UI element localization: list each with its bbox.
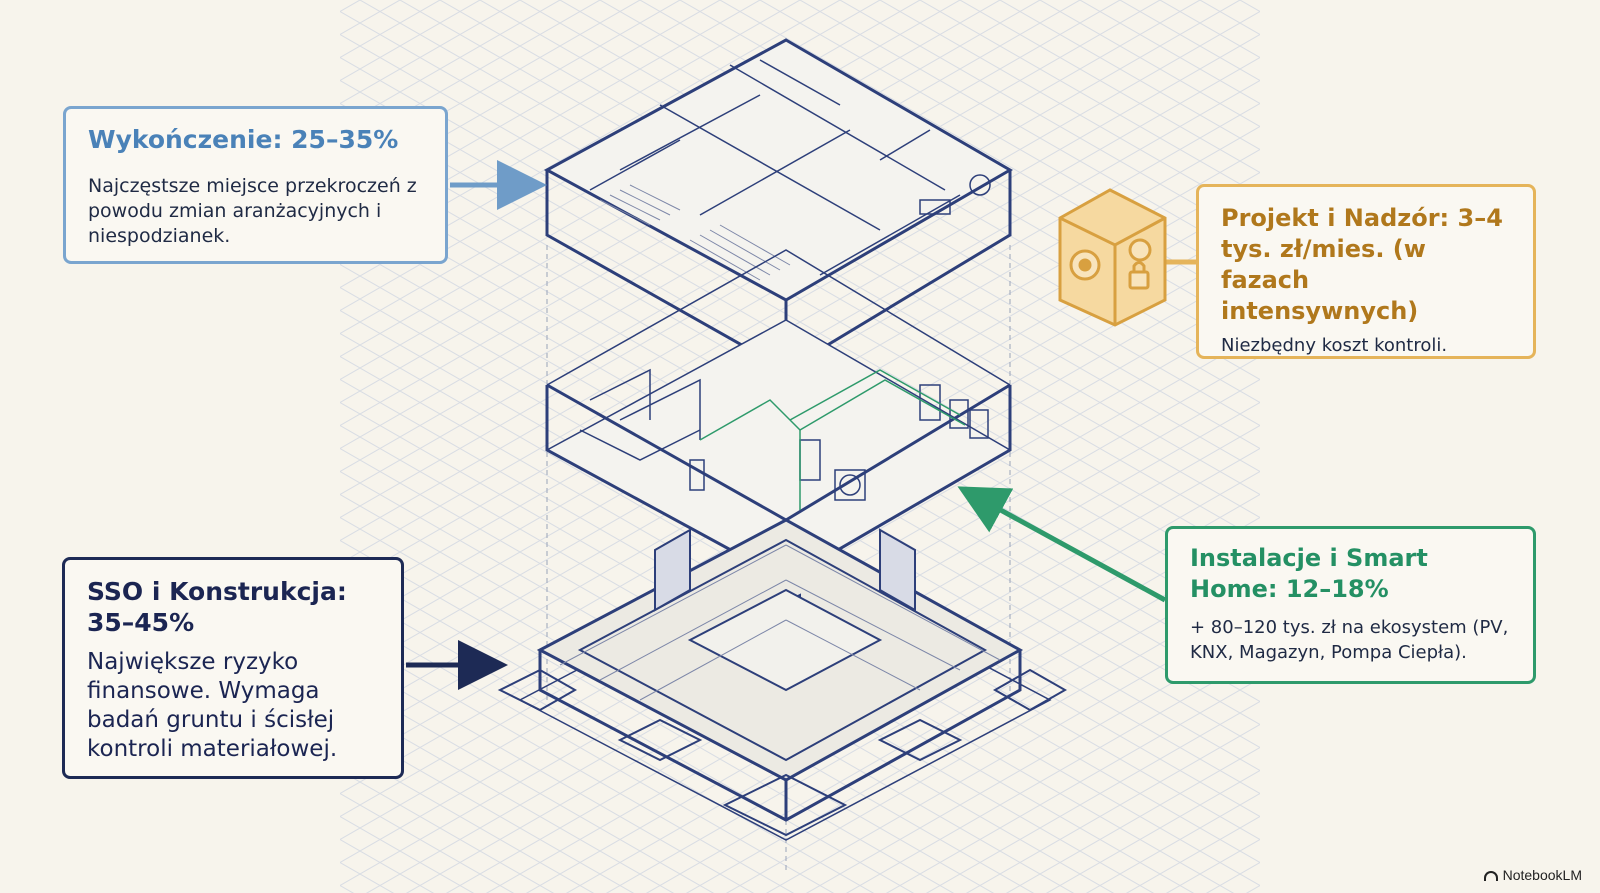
finishing-desc: Najczęstsze miejsce przekroczeń z powodu… (88, 175, 417, 247)
design-card: Projekt i Nadzór: 3–4 tys. zł/mies. (w f… (1196, 184, 1536, 359)
installations-arrow (957, 486, 1167, 603)
installations-title: Instalacje i Smart Home: 12–18% (1190, 544, 1428, 603)
design-title: Projekt i Nadzór: 3–4 tys. zł/mies. (w f… (1221, 204, 1503, 325)
structure-card: SSO i Konstrukcja: 35–45% Największe ryz… (62, 557, 404, 779)
finishing-card: Wykończenie: 25–35% Najczęstsze miejsce … (63, 106, 448, 264)
brand-label: NotebookLM (1483, 867, 1582, 883)
structure-desc: Największe ryzyko finansowe. Wymaga bada… (87, 649, 338, 762)
finishing-title: Wykończenie: 25–35% (88, 125, 399, 154)
finishing-floor (543, 38, 1013, 372)
installations-desc: + 80–120 tys. zł na ekosystem (PV, KNX, … (1190, 617, 1509, 663)
design-desc: Niezbędny koszt kontroli. (1221, 335, 1448, 356)
padlock-icon (1128, 270, 1150, 290)
gear-icon (1128, 238, 1152, 262)
structure-foundation (497, 518, 1068, 841)
installations-card: Instalacje i Smart Home: 12–18% + 80–120… (1165, 526, 1536, 684)
brand-text: NotebookLM (1502, 867, 1582, 883)
notebooklm-logo-icon (1483, 871, 1498, 881)
structure-title: SSO i Konstrukcja: 35–45% (87, 577, 347, 637)
safe-icon (1058, 188, 1167, 327)
